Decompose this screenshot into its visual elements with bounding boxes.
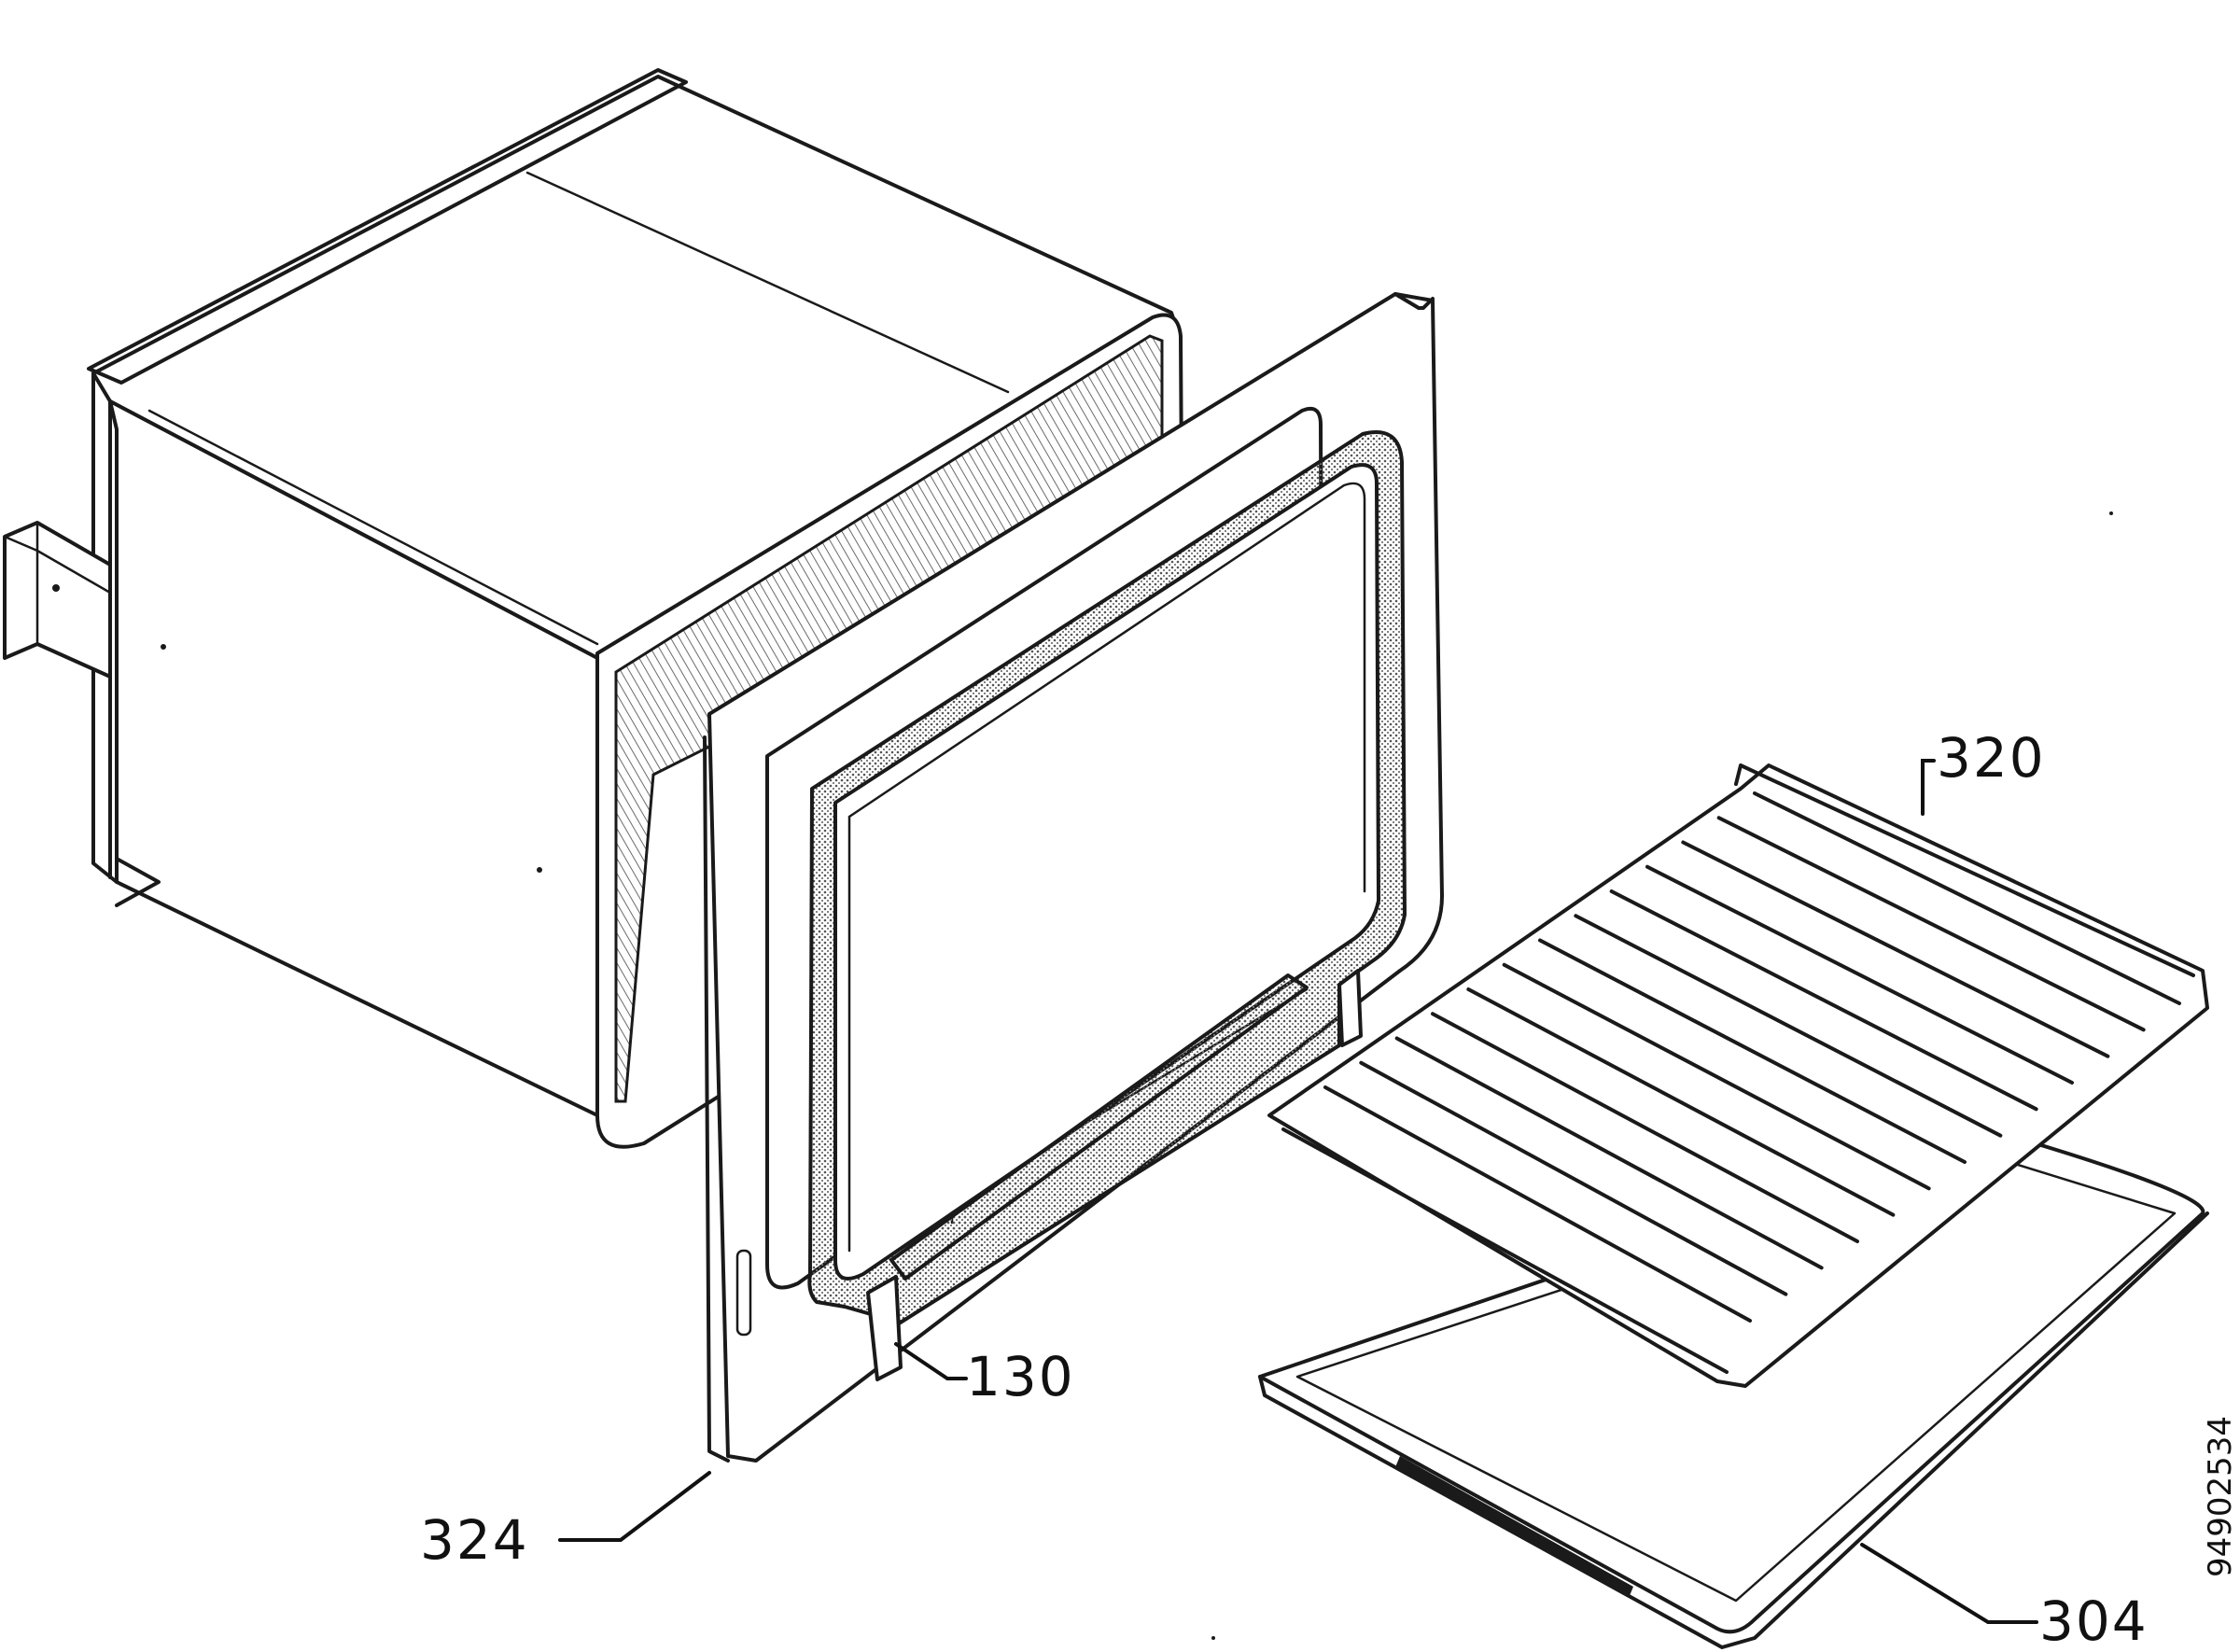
- wire-shelf-bar: [1359, 1060, 1788, 1296]
- callout-130: 130: [894, 1342, 1075, 1408]
- wire-shelf-bar: [1466, 987, 1896, 1217]
- door-seal-bottom-rail: [889, 973, 1309, 1281]
- cavity-flange: [115, 857, 161, 907]
- callout-label-130: 130: [966, 1345, 1075, 1408]
- bracket-hole: [52, 584, 60, 592]
- callout-label-320: 320: [1937, 726, 2046, 790]
- leader-324: [558, 1471, 711, 1542]
- wire-shelf-bar: [1716, 816, 2146, 1032]
- baking-tray-lip-shadow: [1395, 1456, 1633, 1598]
- wire-shelf-bar: [1323, 1085, 1752, 1323]
- wire-shelf-back-rail: [1734, 763, 2195, 977]
- document-number: 94902534: [2202, 1416, 2239, 1577]
- door-seal-foot-right: [1337, 969, 1363, 1047]
- wire-shelf-bar: [1574, 914, 2003, 1138]
- print-speck: [2109, 511, 2113, 515]
- baking-tray-side: [1258, 1211, 2209, 1649]
- print-speck: [1211, 1636, 1215, 1640]
- callout-324: 324: [420, 1471, 711, 1572]
- wire-shelf-bars: [1323, 791, 2181, 1323]
- leader-130: [894, 1342, 968, 1380]
- wire-shelf-bar: [1753, 791, 2181, 1005]
- wire-shelf-bar: [1609, 889, 2038, 1112]
- hinge-slot-left: [735, 1249, 752, 1337]
- door-seal-inner: [833, 463, 1380, 1281]
- wire-shelf-bar: [1645, 864, 2074, 1085]
- door-frame-right-depth: [1393, 292, 1435, 310]
- cavity-top-crease-2: [147, 409, 599, 646]
- door-frame-left-depth: [703, 735, 730, 1463]
- wire-shelf-front-rail: [1281, 1127, 1729, 1374]
- wire-shelf-bar: [1681, 840, 2110, 1058]
- callout-304: 304: [1860, 1543, 2149, 1652]
- cavity-top-rim: [87, 68, 688, 385]
- cavity-screw: [161, 644, 166, 650]
- callout-label-304: 304: [2039, 1589, 2149, 1652]
- cavity-left-face: [108, 399, 599, 1117]
- cavity-top-crease: [525, 171, 1010, 394]
- wire-shelf-frame: [1267, 763, 2209, 1388]
- leader-304: [1860, 1543, 2038, 1624]
- wire-shelf-bar: [1502, 962, 1931, 1191]
- door-seal-gasket: [807, 430, 1407, 1381]
- mounting-bracket-edge: [3, 521, 112, 646]
- wire-shelf-bar: [1394, 1036, 1824, 1270]
- wire-shelf-bar: [1431, 1012, 1859, 1243]
- door-glass-outline: [847, 482, 1366, 1253]
- wire-shelf-bar: [1538, 938, 1967, 1164]
- callout-320: 320: [1921, 726, 2046, 816]
- leader-320: [1921, 759, 1936, 816]
- cavity-screw-2: [537, 867, 542, 873]
- door-seal-foot-left: [866, 1275, 903, 1381]
- wire-shelf: [1267, 763, 2209, 1388]
- callout-label-324: 324: [420, 1508, 529, 1572]
